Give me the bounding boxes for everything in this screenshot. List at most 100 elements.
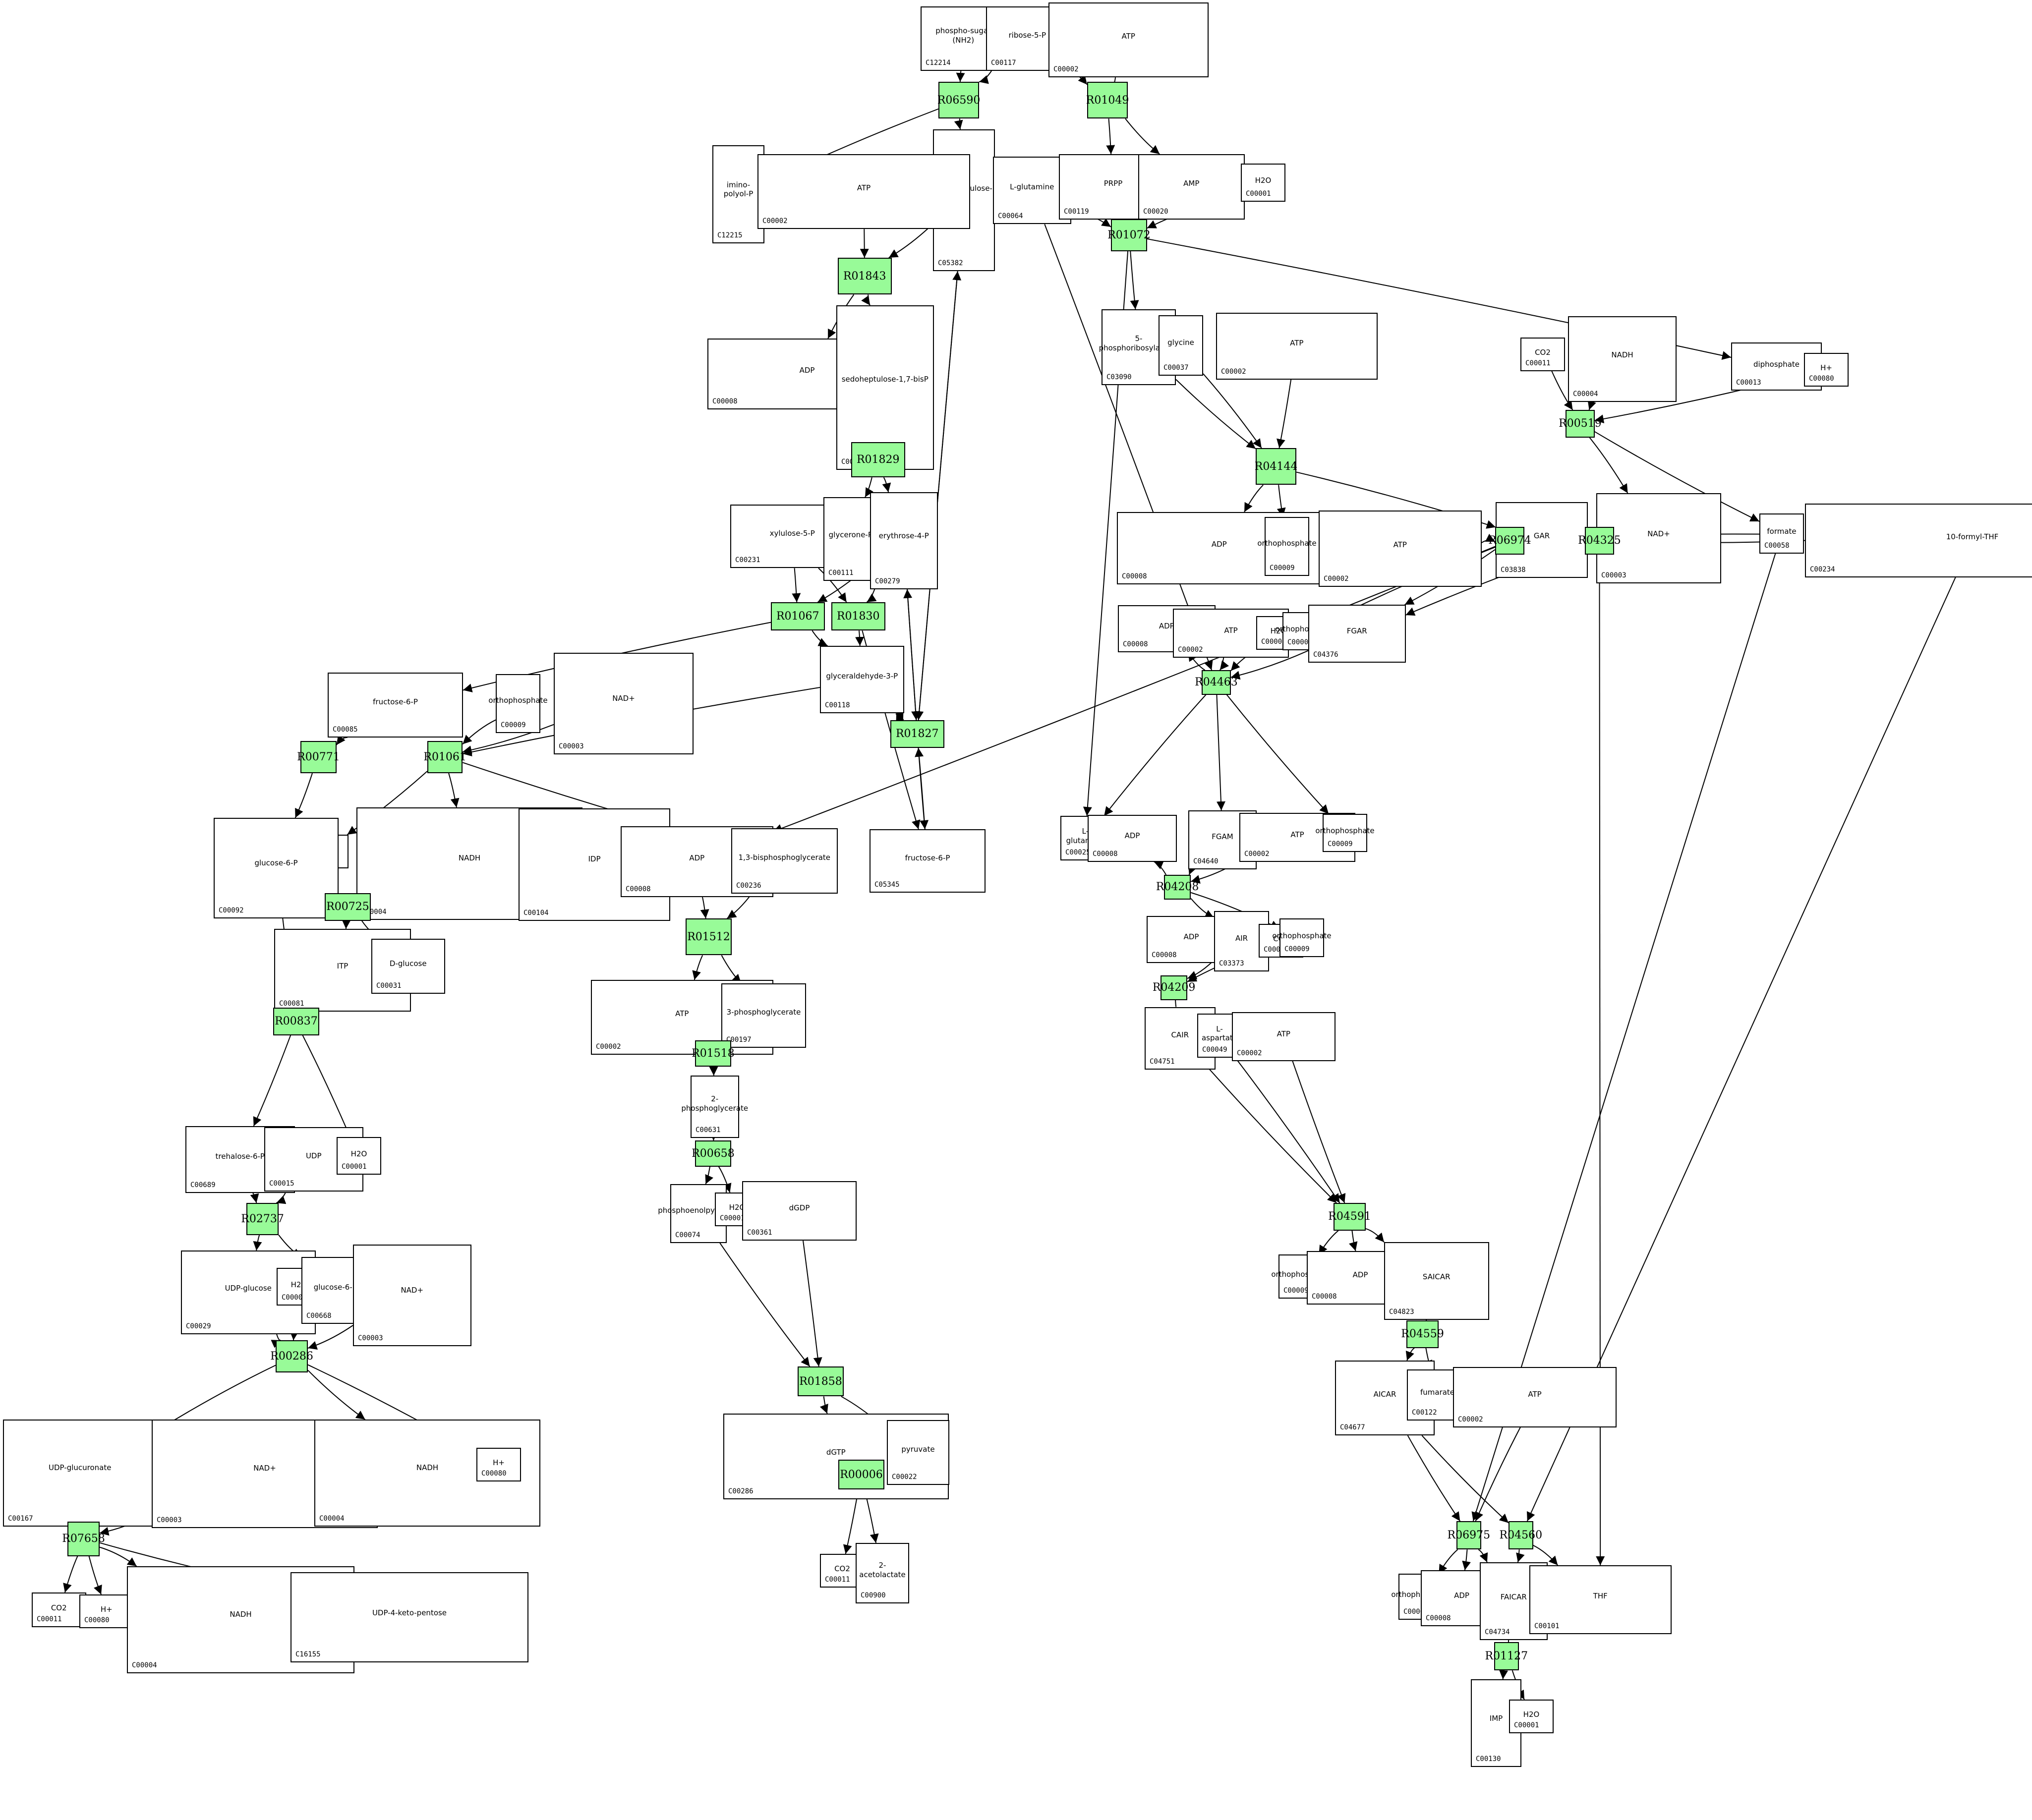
compound-node[interactable]: H+C00080 bbox=[1804, 353, 1849, 387]
reaction-node[interactable]: R02737 bbox=[241, 1203, 284, 1236]
compound-id: C00008 bbox=[626, 885, 651, 894]
reaction-node[interactable]: R01067 bbox=[771, 602, 825, 631]
reaction-node[interactable]: R04325 bbox=[1578, 527, 1621, 555]
reaction-node[interactable]: R07658 bbox=[62, 1522, 105, 1556]
reaction-node[interactable]: R04591 bbox=[1328, 1203, 1371, 1231]
reaction-node[interactable]: R00771 bbox=[297, 741, 340, 774]
edge-r04463-to-c04640 bbox=[1216, 694, 1225, 811]
compound-structure: UDP-4-keto-pentose bbox=[372, 1608, 447, 1617]
compound-node[interactable]: NAD+C00003 bbox=[353, 1245, 471, 1347]
compound-structure: erythrose-4-P bbox=[878, 531, 929, 540]
compound-structure: IDP bbox=[588, 854, 601, 863]
reaction-node[interactable]: R01061 bbox=[423, 741, 466, 774]
reaction-node[interactable]: R00006 bbox=[838, 1460, 884, 1490]
compound-structure: CO2 bbox=[51, 1603, 67, 1613]
compound-id: C00002 bbox=[1244, 850, 1270, 858]
reaction-node[interactable]: R00519 bbox=[1559, 410, 1602, 438]
compound-id: C00031 bbox=[376, 981, 402, 990]
edge-c00049-to-r04591 bbox=[1235, 1057, 1340, 1203]
reaction-node[interactable]: R06975 bbox=[1448, 1521, 1490, 1550]
reaction-node[interactable]: R01072 bbox=[1107, 219, 1151, 252]
reaction-node[interactable]: R01858 bbox=[798, 1366, 844, 1397]
reaction-node[interactable]: R01512 bbox=[686, 918, 732, 956]
reaction-node[interactable]: R00286 bbox=[270, 1340, 313, 1373]
reaction-node[interactable]: R01829 bbox=[851, 442, 905, 478]
reaction-node[interactable]: R01827 bbox=[890, 720, 944, 748]
compound-id: C00009 bbox=[1328, 840, 1353, 848]
compound-structure: UDP-glucuronate bbox=[49, 1463, 112, 1473]
edge-r04208-to-c03373 bbox=[1190, 898, 1215, 918]
compound-structure: ATP bbox=[857, 183, 871, 192]
compound-structure: THF bbox=[1593, 1592, 1608, 1601]
reaction-node[interactable]: R04559 bbox=[1401, 1320, 1444, 1348]
reaction-node[interactable]: R04209 bbox=[1153, 975, 1195, 1000]
reaction-node[interactable]: R01830 bbox=[831, 602, 885, 631]
compound-node[interactable]: H+C00080 bbox=[79, 1594, 134, 1628]
reaction-node[interactable]: R01127 bbox=[1485, 1642, 1528, 1671]
reaction-node[interactable]: R00725 bbox=[325, 893, 371, 921]
compound-id: C00689 bbox=[190, 1181, 216, 1189]
compound-structure: NADH bbox=[416, 1463, 439, 1473]
reaction-node[interactable]: R04463 bbox=[1195, 670, 1238, 695]
reaction-node[interactable]: R00658 bbox=[692, 1140, 735, 1167]
reaction-node[interactable]: R04560 bbox=[1500, 1521, 1542, 1550]
compound-id: C04751 bbox=[1150, 1057, 1175, 1066]
reaction-node[interactable]: R06590 bbox=[937, 82, 980, 119]
compound-id: C00003 bbox=[358, 1334, 383, 1343]
compound-structure: diphosphate bbox=[1753, 359, 1800, 369]
reaction-node[interactable]: R01518 bbox=[692, 1040, 735, 1067]
compound-node[interactable]: NAD+C00003 bbox=[554, 653, 694, 755]
reaction-node[interactable]: R04208 bbox=[1156, 875, 1199, 900]
compound-id: C00234 bbox=[1810, 565, 1835, 573]
reaction-node[interactable]: R01843 bbox=[838, 258, 892, 295]
reaction-node[interactable]: R06974 bbox=[1488, 527, 1531, 555]
compound-id: C00009 bbox=[1270, 564, 1295, 572]
compound-node[interactable]: H+C00080 bbox=[476, 1448, 521, 1481]
reaction-node[interactable]: R04144 bbox=[1255, 448, 1297, 485]
reaction-node[interactable]: R01049 bbox=[1086, 82, 1129, 119]
reaction-node[interactable]: R00837 bbox=[273, 1008, 319, 1035]
